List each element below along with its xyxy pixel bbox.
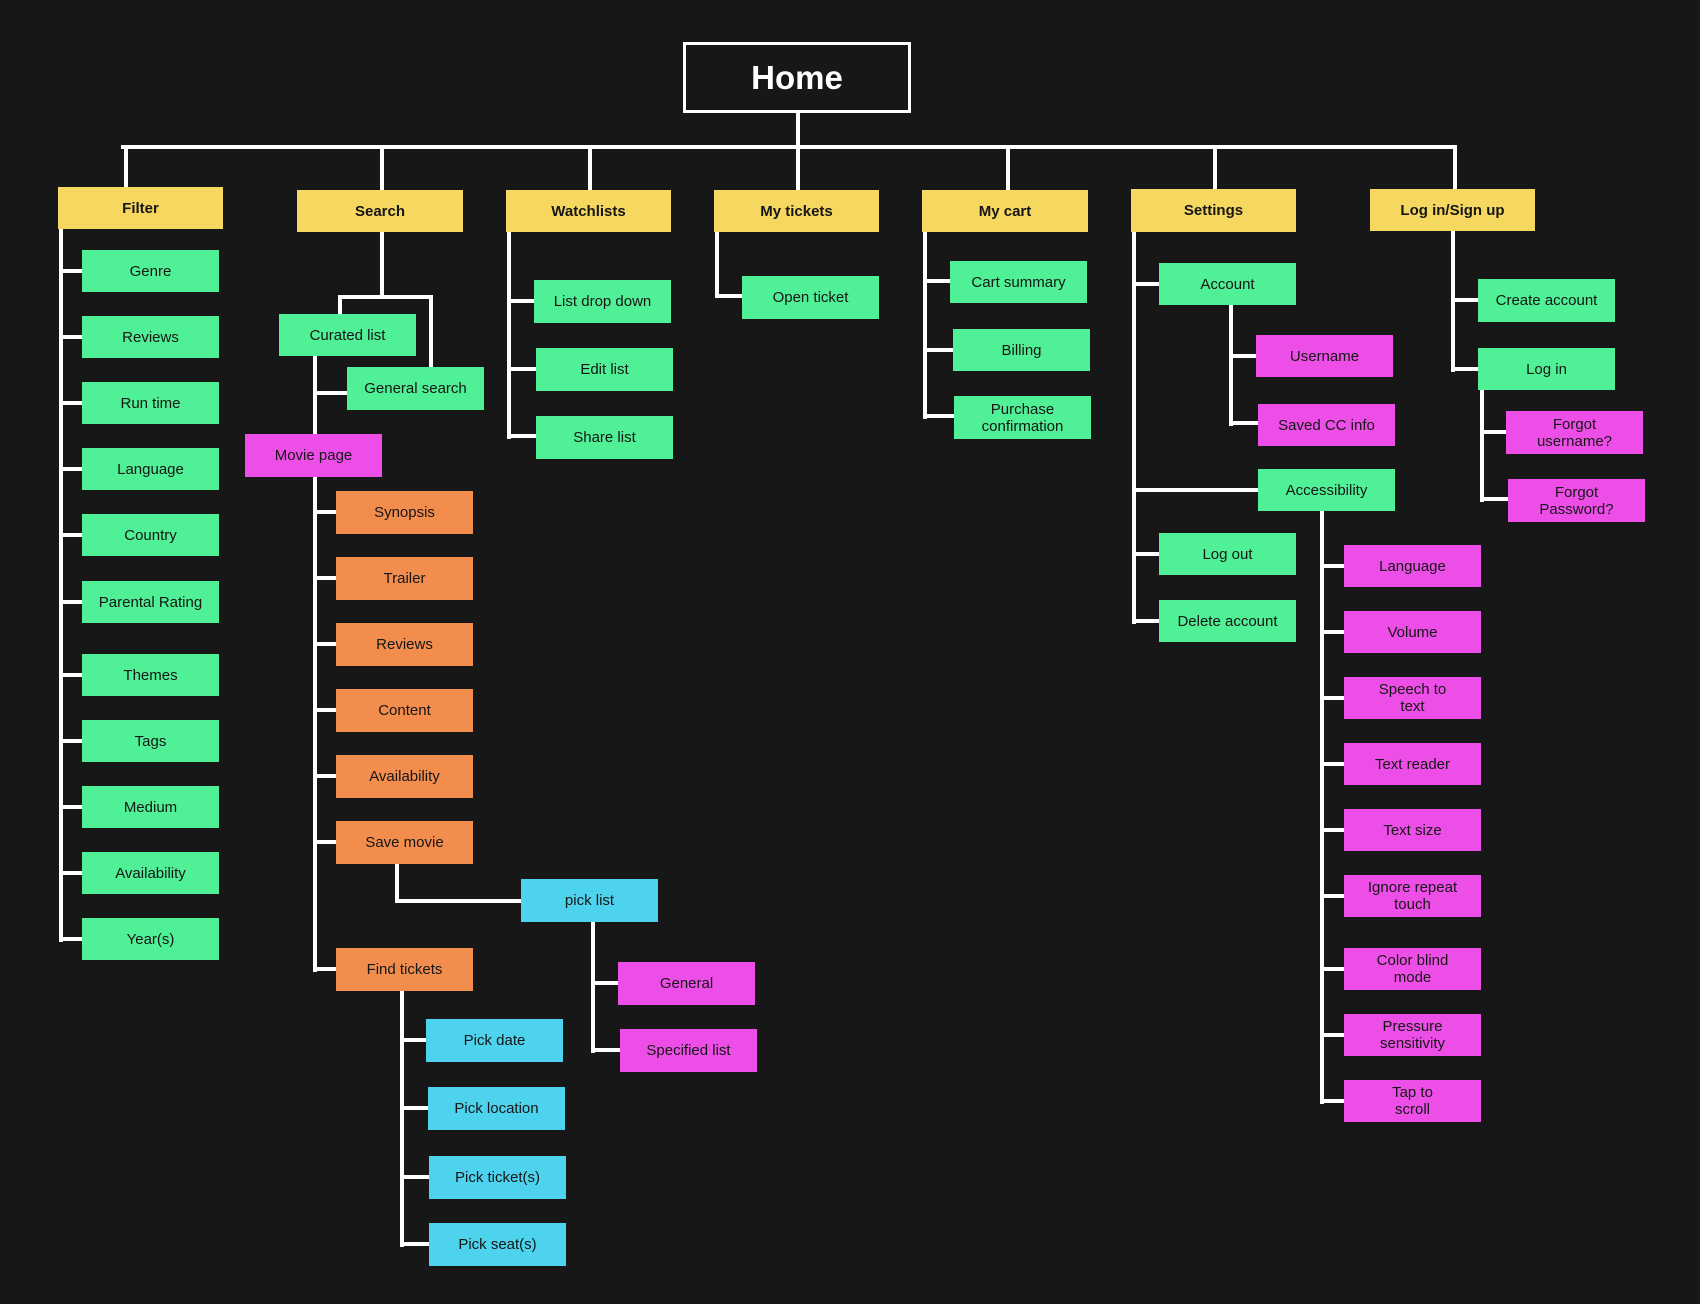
node-share-list[interactable]: Share list xyxy=(536,416,673,459)
node-specified-list[interactable]: Specified list xyxy=(620,1029,757,1072)
node-language-accessibility[interactable]: Language xyxy=(1344,545,1481,587)
node-text-size[interactable]: Text size xyxy=(1344,809,1481,851)
node-settings[interactable]: Settings xyxy=(1131,189,1296,232)
node-filter[interactable]: Filter xyxy=(58,187,223,229)
node-edit-list[interactable]: Edit list xyxy=(536,348,673,391)
node-availability-filter[interactable]: Availability xyxy=(82,852,219,894)
node-themes[interactable]: Themes xyxy=(82,654,219,696)
node-pick-date[interactable]: Pick date xyxy=(426,1019,563,1062)
node-movie-page[interactable]: Movie page xyxy=(245,434,382,477)
node-create-account[interactable]: Create account xyxy=(1478,279,1615,322)
node-find-tickets[interactable]: Find tickets xyxy=(336,948,473,991)
node-language-filter[interactable]: Language xyxy=(82,448,219,490)
node-color-blind-mode[interactable]: Color blind mode xyxy=(1344,948,1481,990)
node-home[interactable]: Home xyxy=(683,42,911,113)
node-list-drop-down[interactable]: List drop down xyxy=(534,280,671,323)
node-pick-seats[interactable]: Pick seat(s) xyxy=(429,1223,566,1266)
node-trailer[interactable]: Trailer xyxy=(336,557,473,600)
node-tap-to-scroll[interactable]: Tap to scroll xyxy=(1344,1080,1481,1122)
node-content[interactable]: Content xyxy=(336,689,473,732)
node-open-ticket[interactable]: Open ticket xyxy=(742,276,879,319)
node-country[interactable]: Country xyxy=(82,514,219,556)
node-delete-account[interactable]: Delete account xyxy=(1159,600,1296,642)
node-search[interactable]: Search xyxy=(297,190,463,232)
node-account[interactable]: Account xyxy=(1159,263,1296,305)
node-general[interactable]: General xyxy=(618,962,755,1005)
node-text-reader[interactable]: Text reader xyxy=(1344,743,1481,785)
node-login-signup[interactable]: Log in/Sign up xyxy=(1370,189,1535,231)
node-my-cart[interactable]: My cart xyxy=(922,190,1088,232)
node-years[interactable]: Year(s) xyxy=(82,918,219,960)
node-tags[interactable]: Tags xyxy=(82,720,219,762)
node-pick-tickets[interactable]: Pick ticket(s) xyxy=(429,1156,566,1199)
node-pick-list[interactable]: pick list xyxy=(521,879,658,922)
node-ignore-repeat-touch[interactable]: Ignore repeat touch xyxy=(1344,875,1481,917)
node-log-in[interactable]: Log in xyxy=(1478,348,1615,390)
node-log-out[interactable]: Log out xyxy=(1159,533,1296,575)
node-username[interactable]: Username xyxy=(1256,335,1393,377)
node-billing[interactable]: Billing xyxy=(953,329,1090,371)
node-pick-location[interactable]: Pick location xyxy=(428,1087,565,1130)
node-genre[interactable]: Genre xyxy=(82,250,219,292)
node-forgot-password[interactable]: Forgot Password? xyxy=(1508,479,1645,522)
node-general-search[interactable]: General search xyxy=(347,367,484,410)
node-reviews-movie[interactable]: Reviews xyxy=(336,623,473,666)
node-watchlists[interactable]: Watchlists xyxy=(506,190,671,232)
node-volume[interactable]: Volume xyxy=(1344,611,1481,653)
node-synopsis[interactable]: Synopsis xyxy=(336,491,473,534)
node-medium[interactable]: Medium xyxy=(82,786,219,828)
node-purchase-confirmation[interactable]: Purchase confirmation xyxy=(954,396,1091,439)
node-forgot-username[interactable]: Forgot username? xyxy=(1506,411,1643,454)
node-availability-movie[interactable]: Availability xyxy=(336,755,473,798)
node-accessibility[interactable]: Accessibility xyxy=(1258,469,1395,511)
node-reviews-filter[interactable]: Reviews xyxy=(82,316,219,358)
node-speech-to-text[interactable]: Speech to text xyxy=(1344,677,1481,719)
node-curated-list[interactable]: Curated list xyxy=(279,314,416,356)
node-saved-cc-info[interactable]: Saved CC info xyxy=(1258,404,1395,446)
node-my-tickets[interactable]: My tickets xyxy=(714,190,879,232)
node-cart-summary[interactable]: Cart summary xyxy=(950,261,1087,303)
node-run-time[interactable]: Run time xyxy=(82,382,219,424)
node-pressure-sensitivity[interactable]: Pressure sensitivity xyxy=(1344,1014,1481,1056)
node-save-movie[interactable]: Save movie xyxy=(336,821,473,864)
node-parental-rating[interactable]: Parental Rating xyxy=(82,581,219,623)
